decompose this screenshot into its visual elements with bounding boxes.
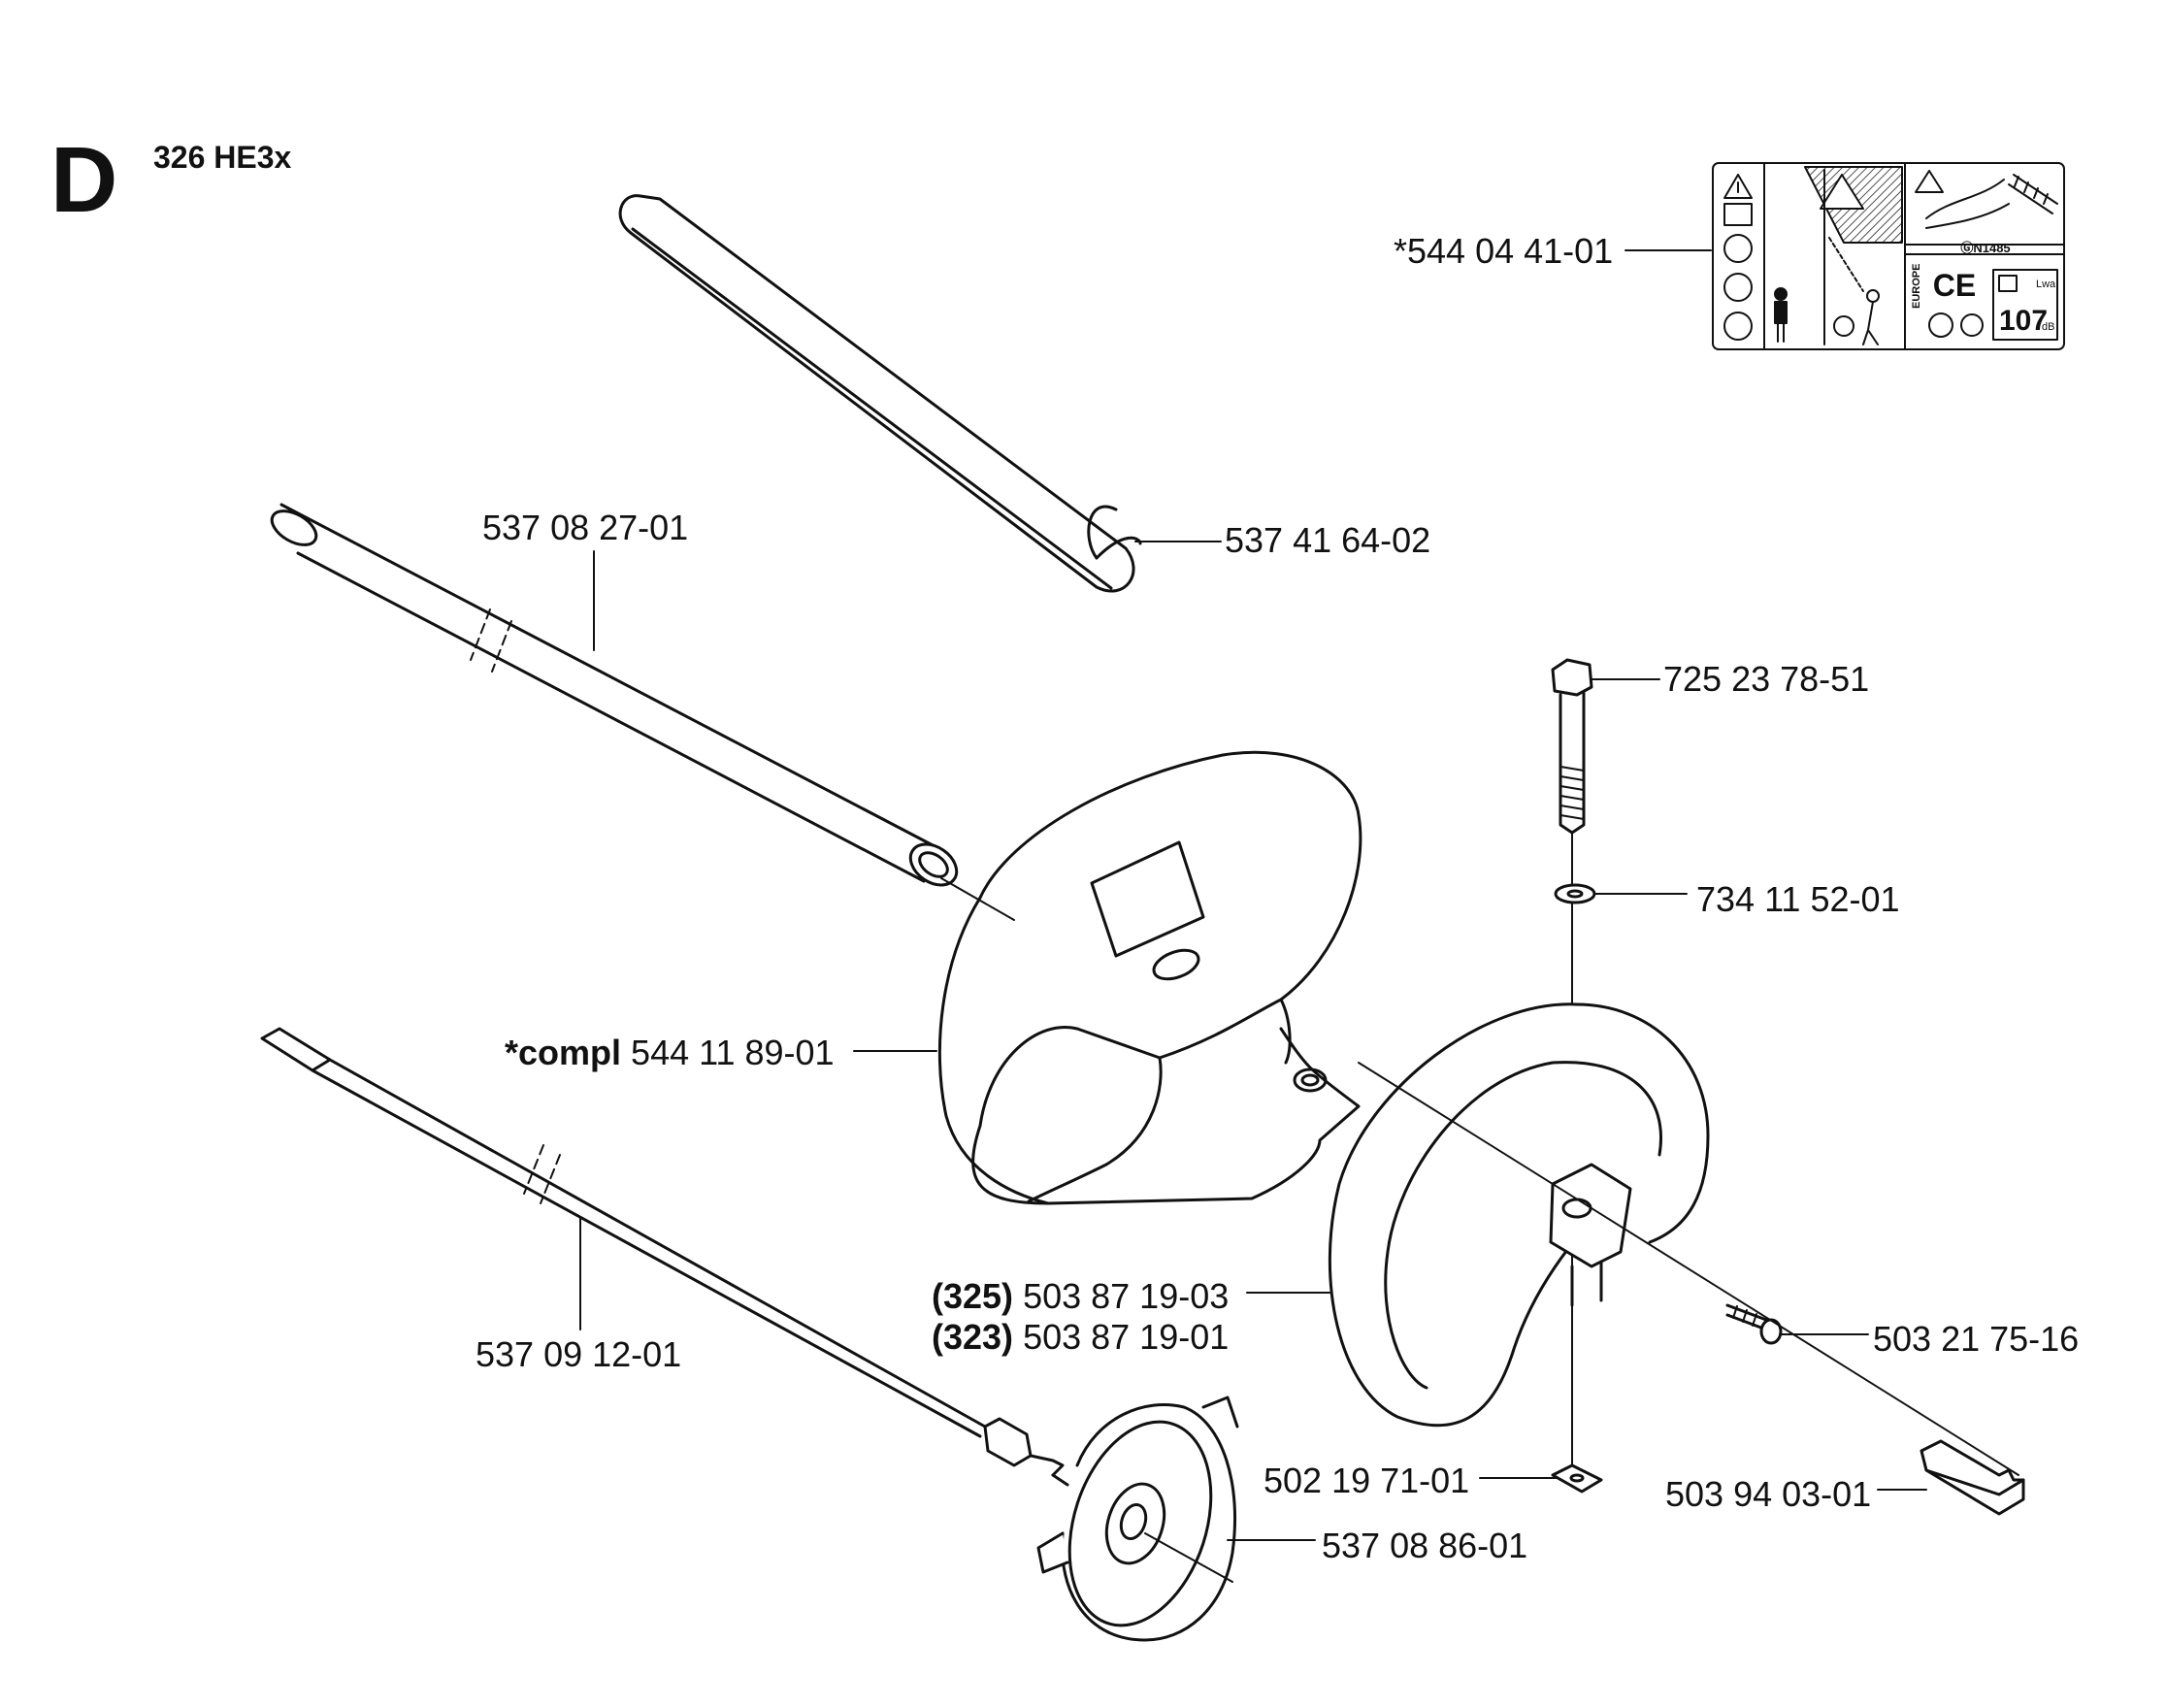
label-drive-shaft: 537 09 12-01 [476,1334,682,1374]
svg-text:Lwa: Lwa [2036,279,2056,290]
label-handle-325-tag: (325) [932,1276,1014,1316]
shaft-coupling-part [983,1417,1065,1477]
warning-decal: ⒼN1485 EUROPE CE Lwa 107 dB [1712,162,2065,350]
ce-mark: CE [1933,268,1976,303]
connector-part [1920,1439,2025,1516]
warning-triangle-icon [1723,174,1753,199]
svg-text:107: 107 [1999,305,2048,337]
label-guard-number: 544 11 89-01 [631,1033,835,1072]
model-title: 326 HE3x [153,140,292,175]
no-bystanders-icon [1833,315,1854,337]
loop-handle-part [1328,1002,1710,1428]
label-handle-323: (323) 503 87 19-01 [932,1320,1229,1355]
decal-europe: EUROPE [1911,264,1922,309]
label-guard: *compl 544 11 89-01 [505,1035,835,1070]
leader-lines [579,249,1927,1541]
person-icon [1774,287,1788,343]
gost-icon [1960,313,1984,337]
powerline-warning-icon [1804,166,1903,345]
label-screw: 503 21 75-16 [1873,1319,2080,1359]
tube-part [270,503,1015,921]
label-handle-325-number: 503 87 19-03 [1023,1276,1230,1316]
label-connector: 503 94 03-01 [1665,1474,1872,1514]
label-nut: 502 19 71-01 [1264,1461,1470,1500]
shaft-sleeve-part [618,194,1142,593]
label-shaft-sleeve: 537 41 64-02 [1225,520,1431,560]
label-clutch-drum: 537 08 86-01 [1322,1526,1528,1565]
drive-shaft-part [260,1027,2019,1476]
washer-part [1554,883,1596,904]
label-tube: 537 08 27-01 [482,508,689,547]
label-handle-323-number: 503 87 19-01 [1023,1317,1230,1357]
label-guard-prefix: *compl [505,1033,622,1072]
guard-part [937,750,1362,1205]
hand-blade-warning-icon [1915,170,2058,229]
boots-icon [1723,312,1753,341]
sound-power-badge: Lwa 107 dB [1992,269,2058,341]
hearing-protection-icon [1723,273,1753,302]
label-bolt: 725 23 78-51 [1663,659,1870,699]
label-decal: *544 04 41-01 [1394,231,1614,271]
clutch-drum-part [1036,1396,1239,1642]
label-handle-325: (325) 503 87 19-03 [932,1279,1229,1314]
manual-icon [1723,203,1753,226]
svg-text:dB: dB [2042,321,2054,333]
screw-part [1725,1303,1783,1345]
label-washer: 734 11 52-01 [1696,879,1900,919]
label-handle-323-tag: (323) [932,1317,1014,1357]
section-letter: D [50,128,118,232]
square-nut-part [1551,1463,1603,1494]
eye-protection-icon [1723,234,1753,263]
decal-code: ⒼN1485 [1960,241,2010,255]
certification-icon [1928,312,1953,338]
